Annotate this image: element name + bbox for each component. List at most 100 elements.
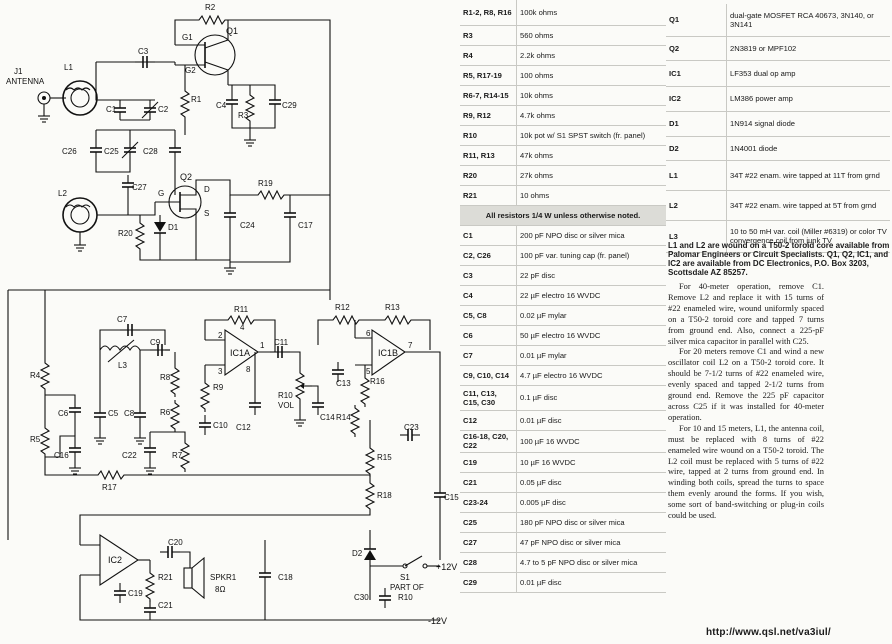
label-r17: R17 [102,483,117,492]
part-ref: C23-24 [460,492,517,513]
part-ref: C21 [460,472,517,493]
part-ref: L2 [666,190,727,221]
label-q1: Q1 [226,26,238,36]
part-ref: L1 [666,160,727,191]
note-20m: For 20 meters remove C1 and wind a new o… [668,347,824,422]
part-value: 10 µF 16 WVDC [516,452,666,473]
part-ref: R6-7, R14-15 [460,85,517,106]
antenna-jack [37,91,66,123]
part-ref: IC1 [666,60,727,87]
part-ref: L3 [666,220,727,253]
source-url[interactable]: http://www.qsl.net/va3iul/ [706,627,831,638]
part-ref: C12 [460,410,517,431]
label-c7: C7 [117,315,128,324]
label-pin2: 2 [218,331,223,340]
part-ref: C9, C10, C14 [460,365,517,386]
label-c23: C23 [404,423,419,432]
s1-power-switch[interactable] [370,555,440,569]
label-r1: R1 [191,95,202,104]
part-ref: C5, C8 [460,305,517,326]
label-r19: R19 [258,179,273,188]
l1-toroid-coil [62,80,98,116]
part-value: 10 ohms [516,185,666,206]
ic1a-opamp [205,328,285,377]
label-r10-switch: R10 [398,593,413,602]
label-d: D [204,185,210,194]
label-j1: J1 [14,67,23,76]
part-ref: IC2 [666,86,727,112]
label-pin4: 4 [240,323,245,332]
part-value: 2.2k ohms [516,45,666,66]
label-r8: R8 [160,373,171,382]
part-value: 0.02 µF mylar [516,305,666,326]
part-value: 4.7 to 5 pF NPO disc or silver mica [516,552,666,573]
part-value: 0.1 µF disc [516,385,666,411]
label-c21: C21 [158,601,173,610]
part-value: 100 µF 16 WVDC [516,430,666,453]
label-r21: R21 [158,573,173,582]
label-r18: R18 [377,491,392,500]
note-40m: For 40-meter operation, remove C1. Remov… [668,282,824,346]
q2-jfet [155,185,202,219]
label-pin6: 6 [366,329,371,338]
label-c6: C6 [58,409,69,418]
ic1b-opamp [355,328,430,377]
part-value: 200 pF NPO disc or silver mica [516,225,666,246]
label-pin1: 1 [260,341,265,350]
label-minus12v: -12V [428,616,447,626]
label-g1: G1 [182,33,193,42]
label-pin8: 8 [246,365,251,374]
label-r2: R2 [205,3,216,12]
part-value: 0.01 µF mylar [516,345,666,366]
q1-mosfet [175,20,236,85]
d1-diode [154,215,166,252]
part-value: 0.05 µF disc [516,472,666,493]
part-value: 47 pF NPO disc or silver mica [516,532,666,553]
part-ref: R1-2, R8, R16 [460,0,517,26]
label-r15: R15 [377,453,392,462]
coil-sourcing-note: L1 and L2 are wound on a T50-2 toroid co… [668,241,890,277]
label-spkr1: SPKR1 [210,573,237,582]
label-pin7: 7 [408,341,413,350]
label-d2: D2 [352,549,363,558]
label-c14: C14 [320,413,335,422]
part-ref: R4 [460,45,517,66]
part-ref: C4 [460,285,517,306]
part-value: 4.7k ohms [516,105,666,126]
label-d1: D1 [168,223,179,232]
part-value: 0.01 µF disc [516,572,666,593]
part-ref: C7 [460,345,517,366]
label-r9: R9 [213,383,224,392]
part-value: LM386 power amp [726,86,890,112]
label-c19: C19 [128,589,143,598]
part-value: 100k ohms [516,0,666,26]
part-value: 22 pF disc [516,265,666,286]
label-r3: R3 [238,111,249,120]
label-c15: C15 [444,493,459,502]
part-ref: C28 [460,552,517,573]
label-s1: S1 [400,573,410,582]
part-value: 27k ohms [516,165,666,186]
part-value: 50 µF electro 16 WVDC [516,325,666,346]
label-r5: R5 [30,435,41,444]
d2-diode [364,530,376,600]
label-antenna: ANTENNA [6,77,45,86]
part-value: 34T #22 enam. wire tapped at 11T from gr… [726,160,890,191]
part-value: 560 ohms [516,25,666,46]
